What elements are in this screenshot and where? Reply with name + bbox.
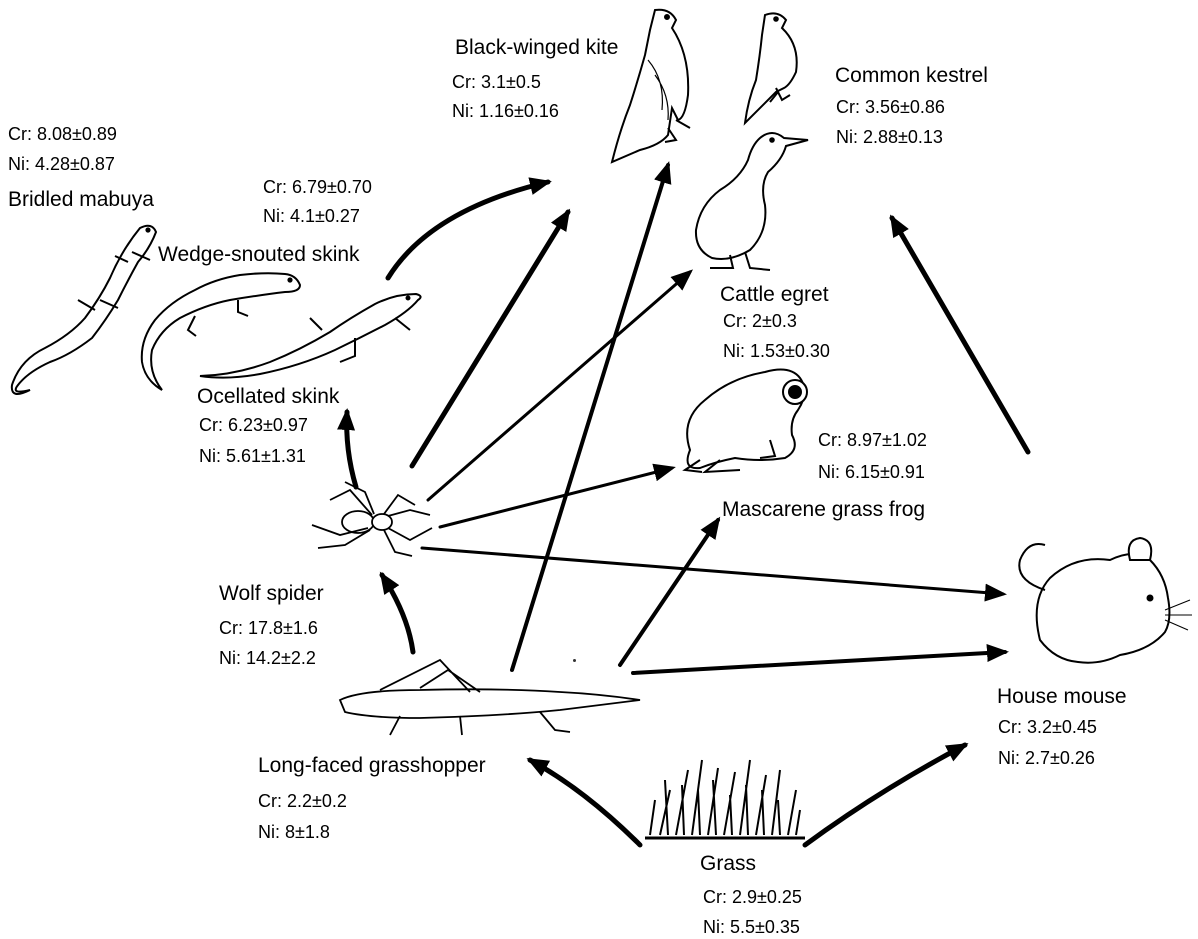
- kestrel-ni: Ni: 2.88±0.13: [836, 127, 943, 147]
- mabuya-cr: Cr: 8.08±0.89: [8, 124, 117, 144]
- mouse-ni: Ni: 2.7±0.26: [998, 748, 1095, 768]
- grasshopper-cr: Cr: 2.2±0.2: [258, 791, 347, 811]
- egret-ni: Ni: 1.53±0.30: [723, 341, 830, 361]
- arrow-grass-to-grasshopper: [530, 760, 640, 845]
- kestrel-cr: Cr: 3.56±0.86: [836, 97, 945, 117]
- arrow-spider-to-mouse: [422, 548, 1003, 594]
- arrow-mouse-to-kestrel: [892, 218, 1028, 452]
- kite-cr: Cr: 3.1±0.5: [452, 72, 541, 92]
- spider-name: Wolf spider: [219, 582, 324, 605]
- ocellated-skink-drawing: [200, 294, 421, 378]
- frog-ni: Ni: 6.15±0.91: [818, 462, 925, 482]
- common-kestrel-drawing: [745, 13, 797, 123]
- kestrel-name: Common kestrel: [835, 64, 988, 87]
- stray-dot: [573, 659, 576, 662]
- grass-name: Grass: [700, 852, 756, 875]
- grasshopper-ni: Ni: 8±1.8: [258, 822, 330, 842]
- grasshopper-name: Long-faced grasshopper: [258, 754, 486, 777]
- egret-cr: Cr: 2±0.3: [723, 311, 797, 331]
- wedge-snouted-skink-drawing: [142, 273, 300, 390]
- arrow-spider-to-egret: [428, 272, 690, 500]
- wedge-cr: Cr: 6.79±0.70: [263, 177, 372, 197]
- spider-ni: Ni: 14.2±2.2: [219, 648, 316, 668]
- spider-cr: Cr: 17.8±1.6: [219, 618, 318, 638]
- kite-name: Black-winged kite: [455, 36, 618, 59]
- arrow-grass-to-mouse: [805, 745, 965, 845]
- ocellated-ni: Ni: 5.61±1.31: [199, 446, 306, 466]
- wolf-spider-drawing: [312, 482, 432, 556]
- ocellated-cr: Cr: 6.23±0.97: [199, 415, 308, 435]
- house-mouse-drawing: [1019, 538, 1192, 663]
- grass-ni: Ni: 5.5±0.35: [703, 917, 800, 937]
- frog-name: Mascarene grass frog: [722, 498, 925, 521]
- arrow-grasshopper-to-spider: [382, 575, 413, 652]
- trophic-arrows: [347, 165, 1028, 845]
- arrow-grasshopper-to-kite: [512, 165, 668, 670]
- long-faced-grasshopper-drawing: [340, 660, 640, 735]
- mascarene-grass-frog-drawing: [685, 370, 807, 472]
- arrow-spider-to-frog: [440, 468, 672, 527]
- wedge-ni: Ni: 4.1±0.27: [263, 206, 360, 226]
- arrow-spider-to-ocellated: [347, 412, 356, 487]
- egret-name: Cattle egret: [720, 283, 829, 306]
- black-winged-kite-drawing: [612, 10, 690, 162]
- mabuya-name: Bridled mabuya: [8, 188, 154, 211]
- mabuya-ni: Ni: 4.28±0.87: [8, 154, 115, 174]
- wedge-name: Wedge-snouted skink: [158, 243, 360, 266]
- bridled-mabuya-drawing: [12, 226, 156, 394]
- arrow-wedge-to-kite: [388, 182, 548, 278]
- frog-cr: Cr: 8.97±1.02: [818, 430, 927, 450]
- mouse-cr: Cr: 3.2±0.45: [998, 717, 1097, 737]
- arrow-grasshopper-to-frog: [620, 520, 718, 665]
- ocellated-name: Ocellated skink: [197, 385, 340, 408]
- cattle-egret-drawing: [696, 133, 808, 270]
- kite-ni: Ni: 1.16±0.16: [452, 101, 559, 121]
- grass-cr: Cr: 2.9±0.25: [703, 887, 802, 907]
- grass-drawing: [645, 760, 805, 838]
- arrow-spider-to-kite: [412, 212, 568, 466]
- mouse-name: House mouse: [997, 685, 1127, 708]
- arrow-grasshopper-to-mouse: [633, 652, 1005, 673]
